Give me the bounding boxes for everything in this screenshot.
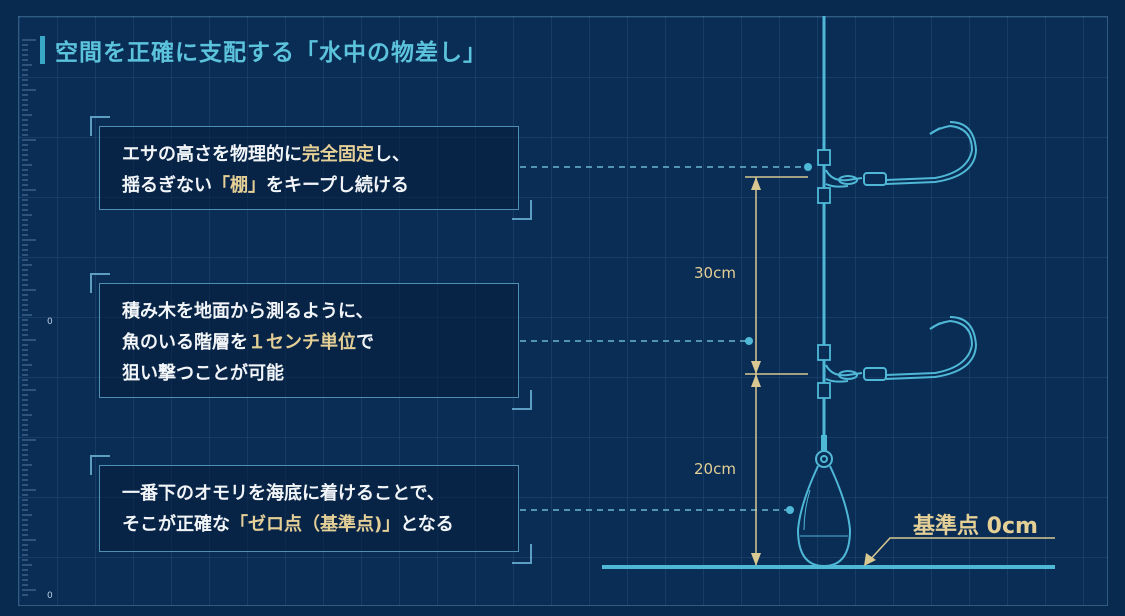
callout-box-centimeter: 積み木を地面から測るように、 魚のいる階層を１センチ単位で 狙い撃つことが可能 xyxy=(99,283,519,398)
corner-bracket-icon xyxy=(512,544,532,564)
dimension-label-20cm: 20cm xyxy=(694,460,736,478)
lower-hook-icon xyxy=(817,316,978,399)
highlight-text: 「棚」 xyxy=(212,175,266,196)
callout-line: 積み木を地面から測るように、 xyxy=(122,301,374,322)
upper-hook-icon xyxy=(817,121,978,204)
left-ruler xyxy=(22,39,36,596)
leader-lines xyxy=(520,166,805,511)
highlight-text: 「ゼロ点（基準点)」 xyxy=(230,514,401,535)
ruler-label: 0 xyxy=(47,591,53,601)
callout-box-tana: エサの高さを物理的に完全固定し、 揺るぎない「棚」をキープし続ける xyxy=(99,126,519,210)
highlight-text: 完全固定 xyxy=(302,144,374,165)
corner-bracket-icon xyxy=(90,273,110,293)
page-title: 空間を正確に支配する「水中の物差し」 xyxy=(40,32,487,68)
dimension-label-30cm: 30cm xyxy=(694,264,736,282)
callout-line: エサの高さを物理的に完全固定し、 xyxy=(122,144,410,165)
corner-bracket-icon xyxy=(90,455,110,475)
title-text: 空間を正確に支配する「水中の物差し」 xyxy=(55,40,487,66)
corner-bracket-icon xyxy=(512,390,532,410)
sinker-icon xyxy=(796,435,852,568)
title-accent-bar xyxy=(40,36,45,64)
callout-line: 揺るぎない「棚」をキープし続ける xyxy=(122,175,409,196)
ruler-label: 0 xyxy=(47,317,53,327)
leader-dot-icon xyxy=(745,337,753,345)
callout-line: 魚のいる階層を１センチ単位で xyxy=(122,332,374,353)
reference-point-label: 基準点 0cm xyxy=(913,514,1038,539)
corner-bracket-icon xyxy=(90,116,110,136)
corner-bracket-icon xyxy=(512,200,532,220)
dimension-lines xyxy=(745,176,1055,566)
callout-line: 一番下のオモリを海底に着けることで、 xyxy=(122,483,445,504)
leader-dot-icon xyxy=(786,506,794,514)
highlight-text: １センチ単位 xyxy=(248,332,356,353)
callout-line: 狙い撃つことが可能 xyxy=(122,363,284,384)
callout-box-zero-point: 一番下のオモリを海底に着けることで、 そこが正確な「ゼロ点（基準点)」となる xyxy=(99,465,519,552)
leader-dot-icon xyxy=(804,163,812,171)
callout-line: そこが正確な「ゼロ点（基準点)」となる xyxy=(122,514,454,535)
